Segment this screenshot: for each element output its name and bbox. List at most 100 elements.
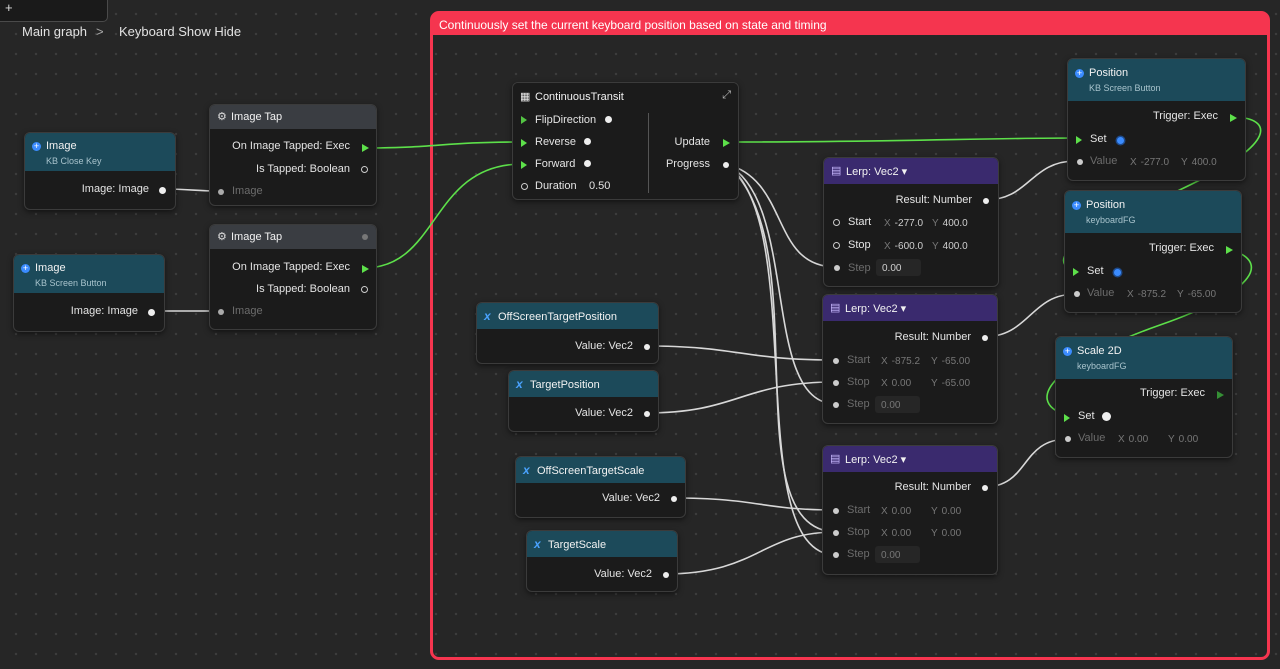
- trigger-output-pin[interactable]: [1217, 391, 1224, 399]
- position-node-keyboard-fg[interactable]: + Position keyboardFG Trigger: Exec Set …: [1064, 190, 1242, 313]
- exec-output-pin[interactable]: [362, 144, 369, 152]
- start-y-field[interactable]: 400.0: [942, 218, 968, 229]
- set-input-pin[interactable]: [1064, 414, 1070, 422]
- image-node-close-key[interactable]: + Image KB Close Key Image: Image: [24, 132, 176, 210]
- value-y-field[interactable]: -65.00: [1187, 289, 1217, 300]
- value-input-pin[interactable]: [1065, 436, 1071, 442]
- calculator-icon: ▤: [830, 302, 841, 314]
- output-pin[interactable]: [159, 187, 166, 194]
- stop-x-field[interactable]: 0.00: [891, 378, 912, 389]
- start-y-field[interactable]: -65.00: [941, 356, 971, 367]
- node-title: OffScreenTargetPosition: [498, 311, 618, 323]
- start-input-pin[interactable]: [833, 358, 839, 364]
- step-field[interactable]: 0.00: [881, 400, 901, 411]
- value-x-field[interactable]: -277.0: [1140, 157, 1170, 168]
- progress-output-pin[interactable]: [723, 162, 729, 168]
- add-button[interactable]: +: [0, 0, 108, 22]
- y-label: Y: [931, 528, 938, 539]
- variable-node-target-position[interactable]: x TargetPosition Value: Vec2: [508, 370, 659, 432]
- set-toggle[interactable]: [1114, 269, 1121, 276]
- variable-node-offscreen-target-scale[interactable]: x OffScreenTargetScale Value: Vec2: [515, 456, 686, 518]
- step-field[interactable]: 0.00: [881, 550, 901, 561]
- node-title[interactable]: Lerp: Vec2 ▾: [845, 303, 907, 315]
- node-title[interactable]: Lerp: Vec2 ▾: [845, 454, 907, 466]
- result-output-pin[interactable]: [983, 198, 989, 204]
- start-y-field[interactable]: 0.00: [941, 506, 962, 517]
- stop-input-pin[interactable]: [833, 242, 840, 249]
- output-pin[interactable]: [671, 496, 677, 502]
- step-input-pin[interactable]: [833, 552, 839, 558]
- start-input-pin[interactable]: [833, 508, 839, 514]
- image-tap-node-2[interactable]: ⚙ Image Tap On Image Tapped: Exec Is Tap…: [209, 224, 377, 330]
- value-x-field[interactable]: -875.2: [1137, 289, 1167, 300]
- duration-input-pin[interactable]: [521, 183, 528, 190]
- value-input-pin[interactable]: [1077, 159, 1083, 165]
- trigger-output-pin[interactable]: [1226, 246, 1233, 254]
- result-output-pin[interactable]: [982, 485, 988, 491]
- variable-node-target-scale[interactable]: x TargetScale Value: Vec2: [526, 530, 678, 592]
- continuous-transit-node[interactable]: ▦ ContinuousTransit ⤢ FlipDirection Reve…: [512, 82, 739, 200]
- node-title: TargetPosition: [530, 379, 600, 391]
- image-input-pin[interactable]: [218, 309, 224, 315]
- image-input-pin[interactable]: [218, 189, 224, 195]
- bool-output-pin[interactable]: [361, 166, 368, 173]
- output-pin[interactable]: [148, 309, 155, 316]
- step-input-pin[interactable]: [833, 402, 839, 408]
- update-output-pin[interactable]: [723, 139, 730, 147]
- value-x-field[interactable]: 0.00: [1128, 434, 1149, 445]
- start-x-field[interactable]: 0.00: [891, 506, 912, 517]
- start-x-field[interactable]: -875.2: [891, 356, 921, 367]
- breadcrumb-root[interactable]: Main graph: [22, 24, 88, 39]
- value-input-pin[interactable]: [1074, 291, 1080, 297]
- forward-input-pin[interactable]: [521, 161, 527, 169]
- flip-toggle[interactable]: [605, 116, 612, 123]
- value-y-field[interactable]: 400.0: [1191, 157, 1217, 168]
- output-pin[interactable]: [644, 344, 650, 350]
- stop-x-field[interactable]: 0.00: [891, 528, 912, 539]
- scale-2d-node-keyboard-fg[interactable]: + Scale 2D keyboardFG Trigger: Exec Set …: [1055, 336, 1233, 458]
- start-input-pin[interactable]: [833, 219, 840, 226]
- comment-group[interactable]: Continuously set the current keyboard po…: [430, 11, 1270, 660]
- result-output-pin[interactable]: [982, 335, 988, 341]
- output-pin[interactable]: [663, 572, 669, 578]
- duration-value[interactable]: 0.50: [589, 180, 611, 192]
- image-node-screen-button[interactable]: + Image KB Screen Button Image: Image: [13, 254, 165, 332]
- lerp-node-2[interactable]: ▤ Lerp: Vec2 ▾ Result: Number Start X-87…: [822, 294, 998, 424]
- node-title[interactable]: Lerp: Vec2 ▾: [846, 166, 908, 178]
- stop-x-field[interactable]: -600.0: [894, 241, 924, 252]
- reverse-toggle[interactable]: [584, 138, 591, 145]
- stop-input-pin[interactable]: [833, 530, 839, 536]
- exec-output-label: On Image Tapped: Exec: [232, 140, 350, 152]
- set-toggle[interactable]: [1102, 412, 1111, 421]
- output-pin[interactable]: [644, 411, 650, 417]
- flip-input-pin[interactable]: [521, 116, 527, 124]
- bool-output-pin[interactable]: [361, 286, 368, 293]
- reverse-input-pin[interactable]: [521, 139, 527, 147]
- stop-y-field[interactable]: 0.00: [941, 528, 962, 539]
- expand-icon[interactable]: ⤢: [722, 89, 731, 101]
- variable-node-offscreen-target-position[interactable]: x OffScreenTargetPosition Value: Vec2: [476, 302, 659, 364]
- stop-label: Stop: [848, 239, 871, 251]
- variable-x-icon: x: [523, 463, 530, 477]
- stop-y-field[interactable]: -65.00: [941, 378, 971, 389]
- value-y-field[interactable]: 0.00: [1178, 434, 1199, 445]
- image-tap-node-1[interactable]: ⚙ Image Tap On Image Tapped: Exec Is Tap…: [209, 104, 377, 206]
- lerp-node-1[interactable]: ▤ Lerp: Vec2 ▾ Result: Number Start X-27…: [823, 157, 999, 287]
- step-input-pin[interactable]: [834, 265, 840, 271]
- position-node-kb-screen-button[interactable]: + Position KB Screen Button Trigger: Exe…: [1067, 58, 1246, 181]
- output-label: Image: Image: [81, 183, 149, 195]
- stop-input-pin[interactable]: [833, 380, 839, 386]
- set-input-pin[interactable]: [1076, 136, 1082, 144]
- node-subtitle: KB Screen Button: [35, 278, 107, 288]
- exec-output-pin[interactable]: [362, 265, 369, 273]
- trigger-output-pin[interactable]: [1230, 114, 1237, 122]
- node-subtitle: KB Screen Button: [1089, 83, 1161, 93]
- set-toggle[interactable]: [1117, 137, 1124, 144]
- start-x-field[interactable]: -277.0: [894, 218, 924, 229]
- set-input-pin[interactable]: [1073, 268, 1079, 276]
- image-input-label: Image: [232, 305, 263, 317]
- step-field[interactable]: 0.00: [882, 263, 902, 274]
- stop-y-field[interactable]: 400.0: [942, 241, 968, 252]
- forward-toggle[interactable]: [584, 160, 591, 167]
